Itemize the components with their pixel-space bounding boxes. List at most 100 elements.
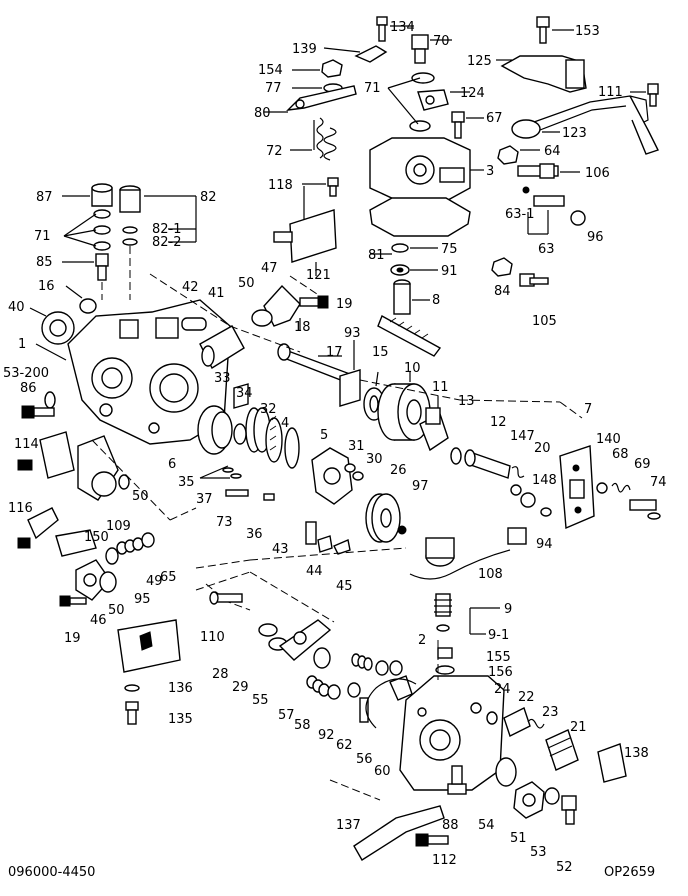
pin-43 bbox=[305, 521, 317, 545]
washer-71d bbox=[93, 225, 111, 235]
callout-17: 17 bbox=[326, 345, 343, 360]
spring-set bbox=[351, 653, 403, 676]
washer-136 bbox=[124, 684, 140, 692]
callout-75: 75 bbox=[441, 242, 458, 257]
callout-80: 80 bbox=[254, 106, 271, 121]
callout-82: 82 bbox=[200, 190, 217, 205]
callout-72: 72 bbox=[266, 144, 283, 159]
callout-37: 37 bbox=[196, 492, 213, 507]
callout-125: 125 bbox=[467, 54, 492, 69]
bolt-86 bbox=[21, 405, 55, 419]
bolt-52 bbox=[561, 795, 577, 825]
callout-36: 36 bbox=[246, 527, 263, 542]
callout-82-2: 82-2 bbox=[152, 235, 182, 250]
callout-20: 20 bbox=[534, 441, 551, 456]
oil-seal-40 bbox=[41, 311, 75, 345]
ring-24 bbox=[486, 711, 498, 725]
washer-71e bbox=[93, 241, 111, 251]
callout-31: 31 bbox=[348, 439, 365, 454]
callout-2: 2 bbox=[418, 633, 426, 648]
oring-82-1 bbox=[122, 226, 138, 234]
washer-53-200 bbox=[44, 391, 56, 409]
bracket-138 bbox=[597, 743, 627, 783]
bracket-116 bbox=[17, 507, 59, 549]
callout-12: 12 bbox=[490, 415, 507, 430]
pin-45 bbox=[333, 539, 351, 555]
callout-136: 136 bbox=[168, 681, 193, 696]
lever-123 bbox=[511, 95, 659, 155]
bolt-112 bbox=[415, 833, 449, 847]
callout-97: 97 bbox=[412, 479, 429, 494]
callout-140: 140 bbox=[596, 432, 621, 447]
block-11 bbox=[419, 407, 449, 452]
bolt-73 bbox=[225, 489, 249, 497]
callout-93: 93 bbox=[344, 326, 361, 341]
callout-50-mid: 50 bbox=[132, 489, 149, 504]
callout-53-200: 53-200 bbox=[3, 366, 49, 381]
lever-80 bbox=[264, 85, 357, 113]
washer-58 bbox=[327, 684, 341, 700]
callout-21: 21 bbox=[570, 720, 587, 735]
shaft-17 bbox=[277, 343, 358, 388]
callout-53: 53 bbox=[530, 845, 547, 860]
holder-21 bbox=[545, 729, 579, 771]
ball-97 bbox=[397, 525, 407, 535]
governor-cover-group bbox=[264, 16, 659, 287]
drawing-code-label: OP2659 bbox=[604, 865, 655, 880]
callout-32: 32 bbox=[260, 402, 277, 417]
callout-57: 57 bbox=[278, 708, 295, 723]
plate-33 bbox=[233, 383, 249, 409]
callout-110: 110 bbox=[200, 630, 225, 645]
callout-47: 47 bbox=[261, 261, 278, 276]
callout-43: 43 bbox=[272, 542, 289, 557]
seal-65 bbox=[141, 532, 155, 548]
washer-53 bbox=[544, 787, 560, 805]
callout-60: 60 bbox=[374, 764, 391, 779]
callout-34: 34 bbox=[236, 386, 253, 401]
nut-64 bbox=[497, 145, 519, 165]
cover-46 bbox=[75, 559, 111, 601]
callout-5: 5 bbox=[320, 428, 328, 443]
pins-35 bbox=[222, 467, 242, 479]
cam-disk-26 bbox=[365, 493, 401, 543]
callout-54: 54 bbox=[478, 818, 495, 833]
callout-50-top: 50 bbox=[238, 276, 255, 291]
screw-19b bbox=[59, 595, 87, 607]
plate-7 bbox=[559, 445, 595, 530]
callout-18: 18 bbox=[294, 320, 311, 335]
spring-68 bbox=[611, 482, 631, 493]
callout-84: 84 bbox=[494, 284, 511, 299]
fitting-82 bbox=[119, 185, 141, 213]
callout-106: 106 bbox=[585, 166, 610, 181]
callout-51: 51 bbox=[510, 831, 527, 846]
callout-69: 69 bbox=[634, 457, 651, 472]
callout-67: 67 bbox=[486, 111, 503, 126]
callout-22: 22 bbox=[518, 690, 535, 705]
callout-87: 87 bbox=[36, 190, 53, 205]
callout-63: 63 bbox=[538, 242, 555, 257]
ring-20 bbox=[510, 484, 522, 496]
bolt-153 bbox=[536, 16, 574, 44]
plate-93 bbox=[339, 369, 361, 407]
callout-62: 62 bbox=[336, 738, 353, 753]
valve-9 bbox=[434, 593, 452, 632]
callout-105: 105 bbox=[532, 314, 557, 329]
callout-33: 33 bbox=[214, 371, 231, 386]
callout-134: 134 bbox=[390, 20, 415, 35]
callout-71-left: 71 bbox=[34, 229, 51, 244]
callout-23: 23 bbox=[542, 705, 559, 720]
gasket-47 bbox=[263, 284, 301, 327]
plug-155 bbox=[437, 647, 453, 659]
callout-139: 139 bbox=[292, 42, 317, 57]
fitting-88 bbox=[447, 765, 467, 795]
callout-71-top: 71 bbox=[364, 81, 381, 96]
callout-16: 16 bbox=[38, 279, 55, 294]
bolt-105 bbox=[519, 273, 549, 287]
callout-153: 153 bbox=[575, 24, 600, 39]
cam-plate-5 bbox=[311, 447, 353, 505]
oring-75 bbox=[391, 243, 409, 253]
callout-9: 9 bbox=[504, 602, 512, 617]
callout-55: 55 bbox=[252, 693, 269, 708]
oring-82-2 bbox=[122, 238, 138, 246]
spring-31 bbox=[344, 463, 364, 481]
